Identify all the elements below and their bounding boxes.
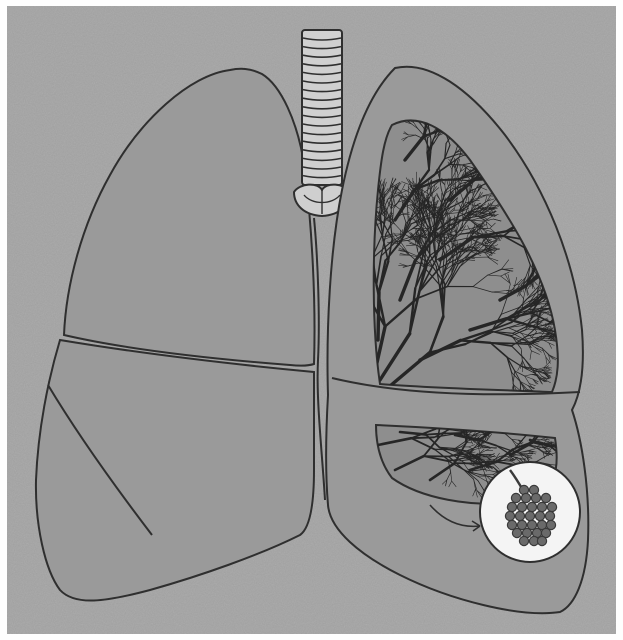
alveolus <box>515 511 524 520</box>
alveolus <box>535 511 544 520</box>
bronchus-branch <box>446 433 461 434</box>
alveolus <box>541 493 550 502</box>
alveolus <box>525 511 534 520</box>
alveolus <box>521 493 530 502</box>
alveolus <box>537 502 546 511</box>
bronchus-branch <box>378 292 379 340</box>
alveolus <box>547 502 556 511</box>
alveolus <box>531 493 540 502</box>
alveolus <box>507 502 516 511</box>
alveolus <box>512 528 521 537</box>
alveolus <box>519 536 528 545</box>
bronchus-branch <box>490 343 513 344</box>
alveolus <box>511 493 520 502</box>
alveolus <box>527 502 536 511</box>
alveolus <box>517 502 526 511</box>
alveolus <box>505 511 514 520</box>
bronchus-branch <box>426 433 446 434</box>
bronchus-branch <box>449 164 462 165</box>
bronchus-branch <box>457 180 471 181</box>
alveolus <box>545 511 554 520</box>
alveolus <box>537 536 546 545</box>
